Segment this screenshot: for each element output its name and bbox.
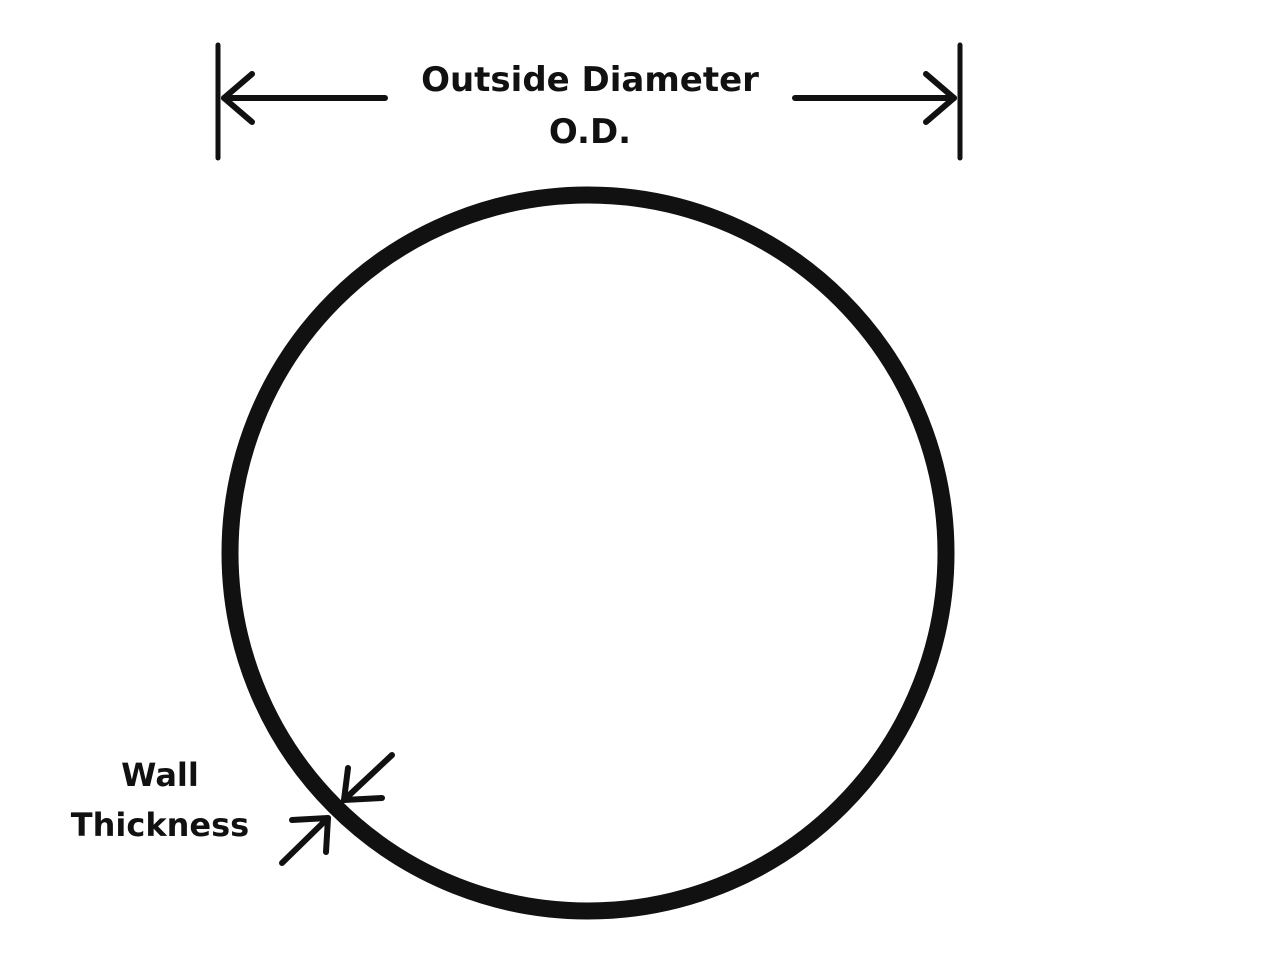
od-abbreviation-label: O.D. — [548, 112, 632, 152]
thickness-label: Thickness — [70, 806, 250, 844]
outside-diameter-label: Outside Diameter — [421, 60, 759, 100]
wall-label: Wall — [121, 756, 199, 794]
arrow-left-icon — [221, 71, 388, 125]
arrow-up-right-icon — [279, 815, 331, 866]
arrow-down-left-icon — [341, 752, 395, 803]
pipe-cross-section — [221, 186, 955, 920]
arrow-right-icon — [792, 71, 957, 125]
